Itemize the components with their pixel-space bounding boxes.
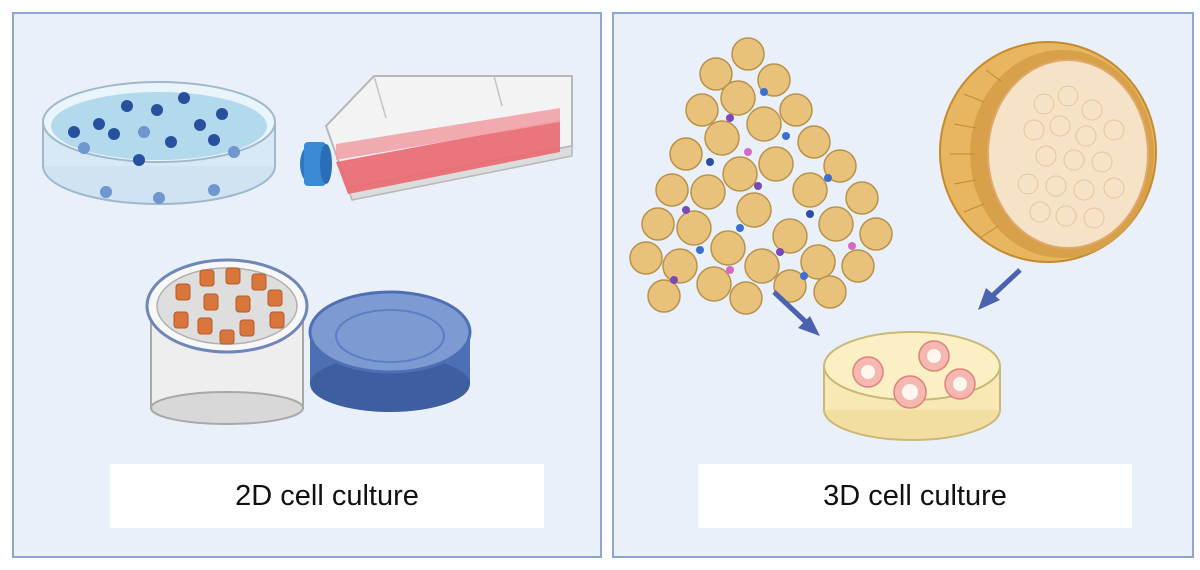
culture-flask-icon (300, 75, 573, 201)
dish-lid-icon (308, 290, 472, 412)
petri-dish-icon (42, 81, 276, 205)
panel-3d: 3D cell culture (612, 12, 1194, 558)
arrow-icon (772, 268, 1022, 336)
organoid-sphere-icon (939, 41, 1157, 263)
panel-3d-illustration (629, 37, 1157, 441)
panel-2d: 2D cell culture (12, 12, 602, 558)
organoid-dish-icon (823, 331, 1001, 441)
caption-2d: 2D cell culture (110, 464, 544, 528)
panel-2d-illustration (42, 75, 573, 425)
caption-3d: 3D cell culture (698, 464, 1132, 528)
spheroid-cluster-icon (629, 37, 893, 315)
multiwell-insert-icon (145, 258, 309, 425)
